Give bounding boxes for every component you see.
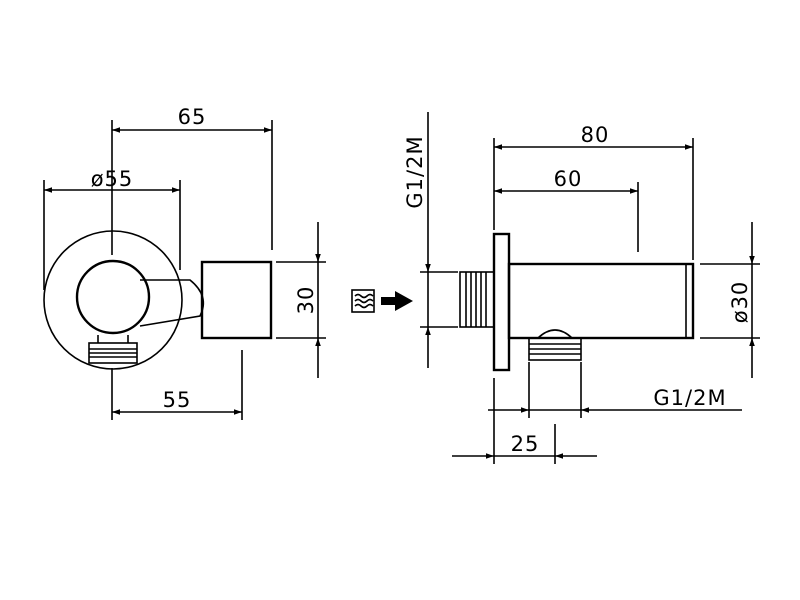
dim-label-diameter-30: ø30 (728, 281, 752, 324)
side-view: 65 ø55 30 55 (43, 105, 326, 420)
dim-label-60: 60 (554, 167, 583, 191)
dimension-thread-inlet: G1/2M (403, 112, 458, 368)
dimension-60: 60 (494, 167, 639, 252)
dim-label-thread-outlet: G1/2M (653, 386, 726, 410)
inlet-thread (459, 271, 495, 328)
dim-label-55: 55 (163, 388, 192, 412)
hose-outlet-thread (88, 335, 138, 364)
valve-body (200, 260, 273, 340)
dim-label-80: 80 (581, 123, 610, 147)
elbow-sphere (75, 259, 151, 335)
dimension-diameter-30: ø30 (700, 222, 760, 378)
dim-label-25: 25 (511, 432, 540, 456)
body-tube (507, 262, 695, 340)
dimension-thread-outlet: G1/2M (488, 362, 742, 418)
flow-symbol (351, 289, 413, 313)
dimension-65: 65 (111, 105, 273, 255)
wall-flange-outline (43, 230, 183, 370)
dim-label-30: 30 (294, 286, 318, 315)
dimension-30: 30 (276, 222, 326, 378)
dim-label-65: 65 (178, 105, 207, 129)
dimension-80: 80 (493, 123, 694, 260)
dim-label-thread-inlet: G1/2M (403, 135, 427, 208)
water-waves-icon (351, 289, 375, 313)
dim-label-diameter-55: ø55 (91, 167, 134, 191)
dimension-25: 25 (452, 378, 597, 464)
front-view: G1/2M 80 60 ø30 (403, 112, 760, 464)
arrow-right-icon (381, 291, 413, 311)
dimension-diameter-55: ø55 (43, 167, 181, 290)
dimension-55: 55 (111, 350, 243, 420)
wall-plate (492, 232, 511, 372)
outlet-connector (528, 329, 582, 361)
